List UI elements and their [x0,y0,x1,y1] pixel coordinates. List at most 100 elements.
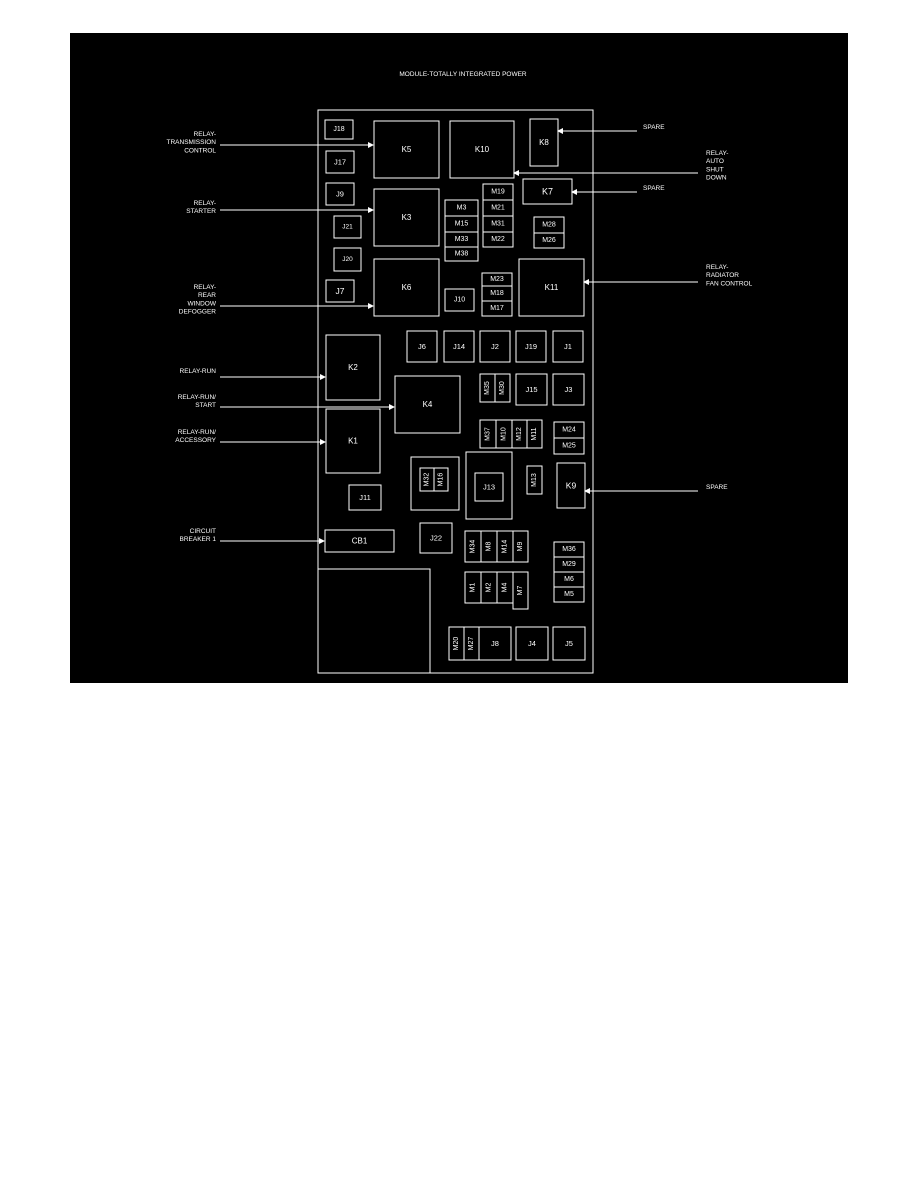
component-j8: J8 [478,626,512,661]
component-box [478,626,512,661]
callout-relay-starter: RELAY-STARTER [186,200,374,215]
arrowhead [583,279,589,285]
component-m30: M30 [494,373,511,403]
callout-label-line: RELAY-RUN [180,368,217,375]
component-label: M37 [485,427,492,441]
arrowhead [557,128,563,134]
component-box [433,467,449,492]
arrowhead [368,207,374,213]
callout-label-line: STARTER [186,208,216,215]
component-k11: K11 [518,258,585,317]
component-label: J17 [334,158,346,167]
component-k10: K10 [449,120,515,179]
callout-label-line: SPARE [643,185,665,192]
component-m28: M28 [533,216,565,234]
callout-label: RELAY-RUN/ACCESSORY [175,429,216,444]
component-box [553,586,585,603]
component-box [419,522,453,554]
component-j22: J22 [419,522,453,554]
component-box [325,279,355,303]
component-label: CB1 [352,537,368,546]
component-label: J2 [491,342,499,351]
callout-label: RELAY-STARTER [186,200,216,215]
callout-label-line: START [195,402,216,409]
callout-relay-run: RELAY-RUN [180,368,326,380]
component-label: K10 [475,145,490,154]
component-box [324,119,354,140]
component-label: M25 [562,443,576,450]
callout-spare-k7: SPARE [571,185,665,195]
component-label: J14 [453,342,465,351]
component-label: J11 [359,493,371,502]
component-box [512,571,529,610]
component-label: M22 [491,236,505,243]
component-label: M6 [564,576,574,583]
callout-spare-k8: SPARE [557,124,665,134]
component-label: K9 [566,481,577,491]
component-j9: J9 [325,182,355,206]
callout-label: SPARE [706,484,728,491]
callout-label-line: FAN CONTROL [706,280,753,287]
component-label: K2 [348,363,358,372]
component-label: M33 [455,236,469,243]
component-box [529,118,559,167]
component-j5: J5 [552,626,586,661]
component-j18: J18 [324,119,354,140]
component-box [552,626,586,661]
component-k5: K5 [373,120,440,179]
component-k1: K1 [325,408,381,474]
arrowhead [571,189,577,195]
component-box [518,258,585,317]
component-box [482,231,514,248]
component-label: M23 [490,276,504,283]
callout-label: RELAY-RUN [180,368,217,375]
component-box [325,334,381,401]
component-box [373,258,440,317]
component-m33: M33 [444,231,479,248]
component-label: M21 [491,205,505,212]
component-m22: M22 [482,231,514,248]
component-box [333,215,362,239]
component-j7: J7 [325,279,355,303]
component-label: J1 [564,342,572,351]
component-box [474,472,504,502]
component-label: M1 [470,583,477,593]
component-m27: M27 [463,626,480,661]
component-label: M27 [468,637,475,651]
component-box [325,182,355,206]
component-box [526,419,543,449]
component-box [481,300,513,317]
callout-label-line: CIRCUIT [190,528,216,535]
diagram-title: MODULE-TOTALLY INTEGRATED POWER [399,71,527,78]
component-j20: J20 [333,247,362,272]
component-label: M34 [470,540,477,554]
component-j19: J19 [515,330,547,363]
component-label: M19 [491,189,505,196]
arrowhead [319,538,325,544]
component-label: M17 [490,305,504,312]
component-m16: M16 [433,467,449,492]
component-label: J20 [342,256,353,263]
callout-label-line: RELAY-RUN/ [178,429,216,436]
component-label: M36 [562,546,576,553]
component-label: J4 [528,639,536,648]
arrowhead [513,170,519,176]
component-label: J18 [333,126,344,133]
component-label: M11 [531,427,538,440]
component-label: M32 [424,473,431,487]
component-m12: M12 [511,419,528,449]
component-box [515,626,549,661]
component-m21: M21 [482,199,514,217]
component-m18: M18 [481,285,513,302]
component-m32: M32 [419,467,435,492]
component-j15: J15 [515,373,548,406]
component-label: M14 [502,540,509,554]
component-m15: M15 [444,215,479,233]
component-box [325,408,381,474]
arrowhead [389,404,395,410]
component-label: J9 [336,190,344,199]
